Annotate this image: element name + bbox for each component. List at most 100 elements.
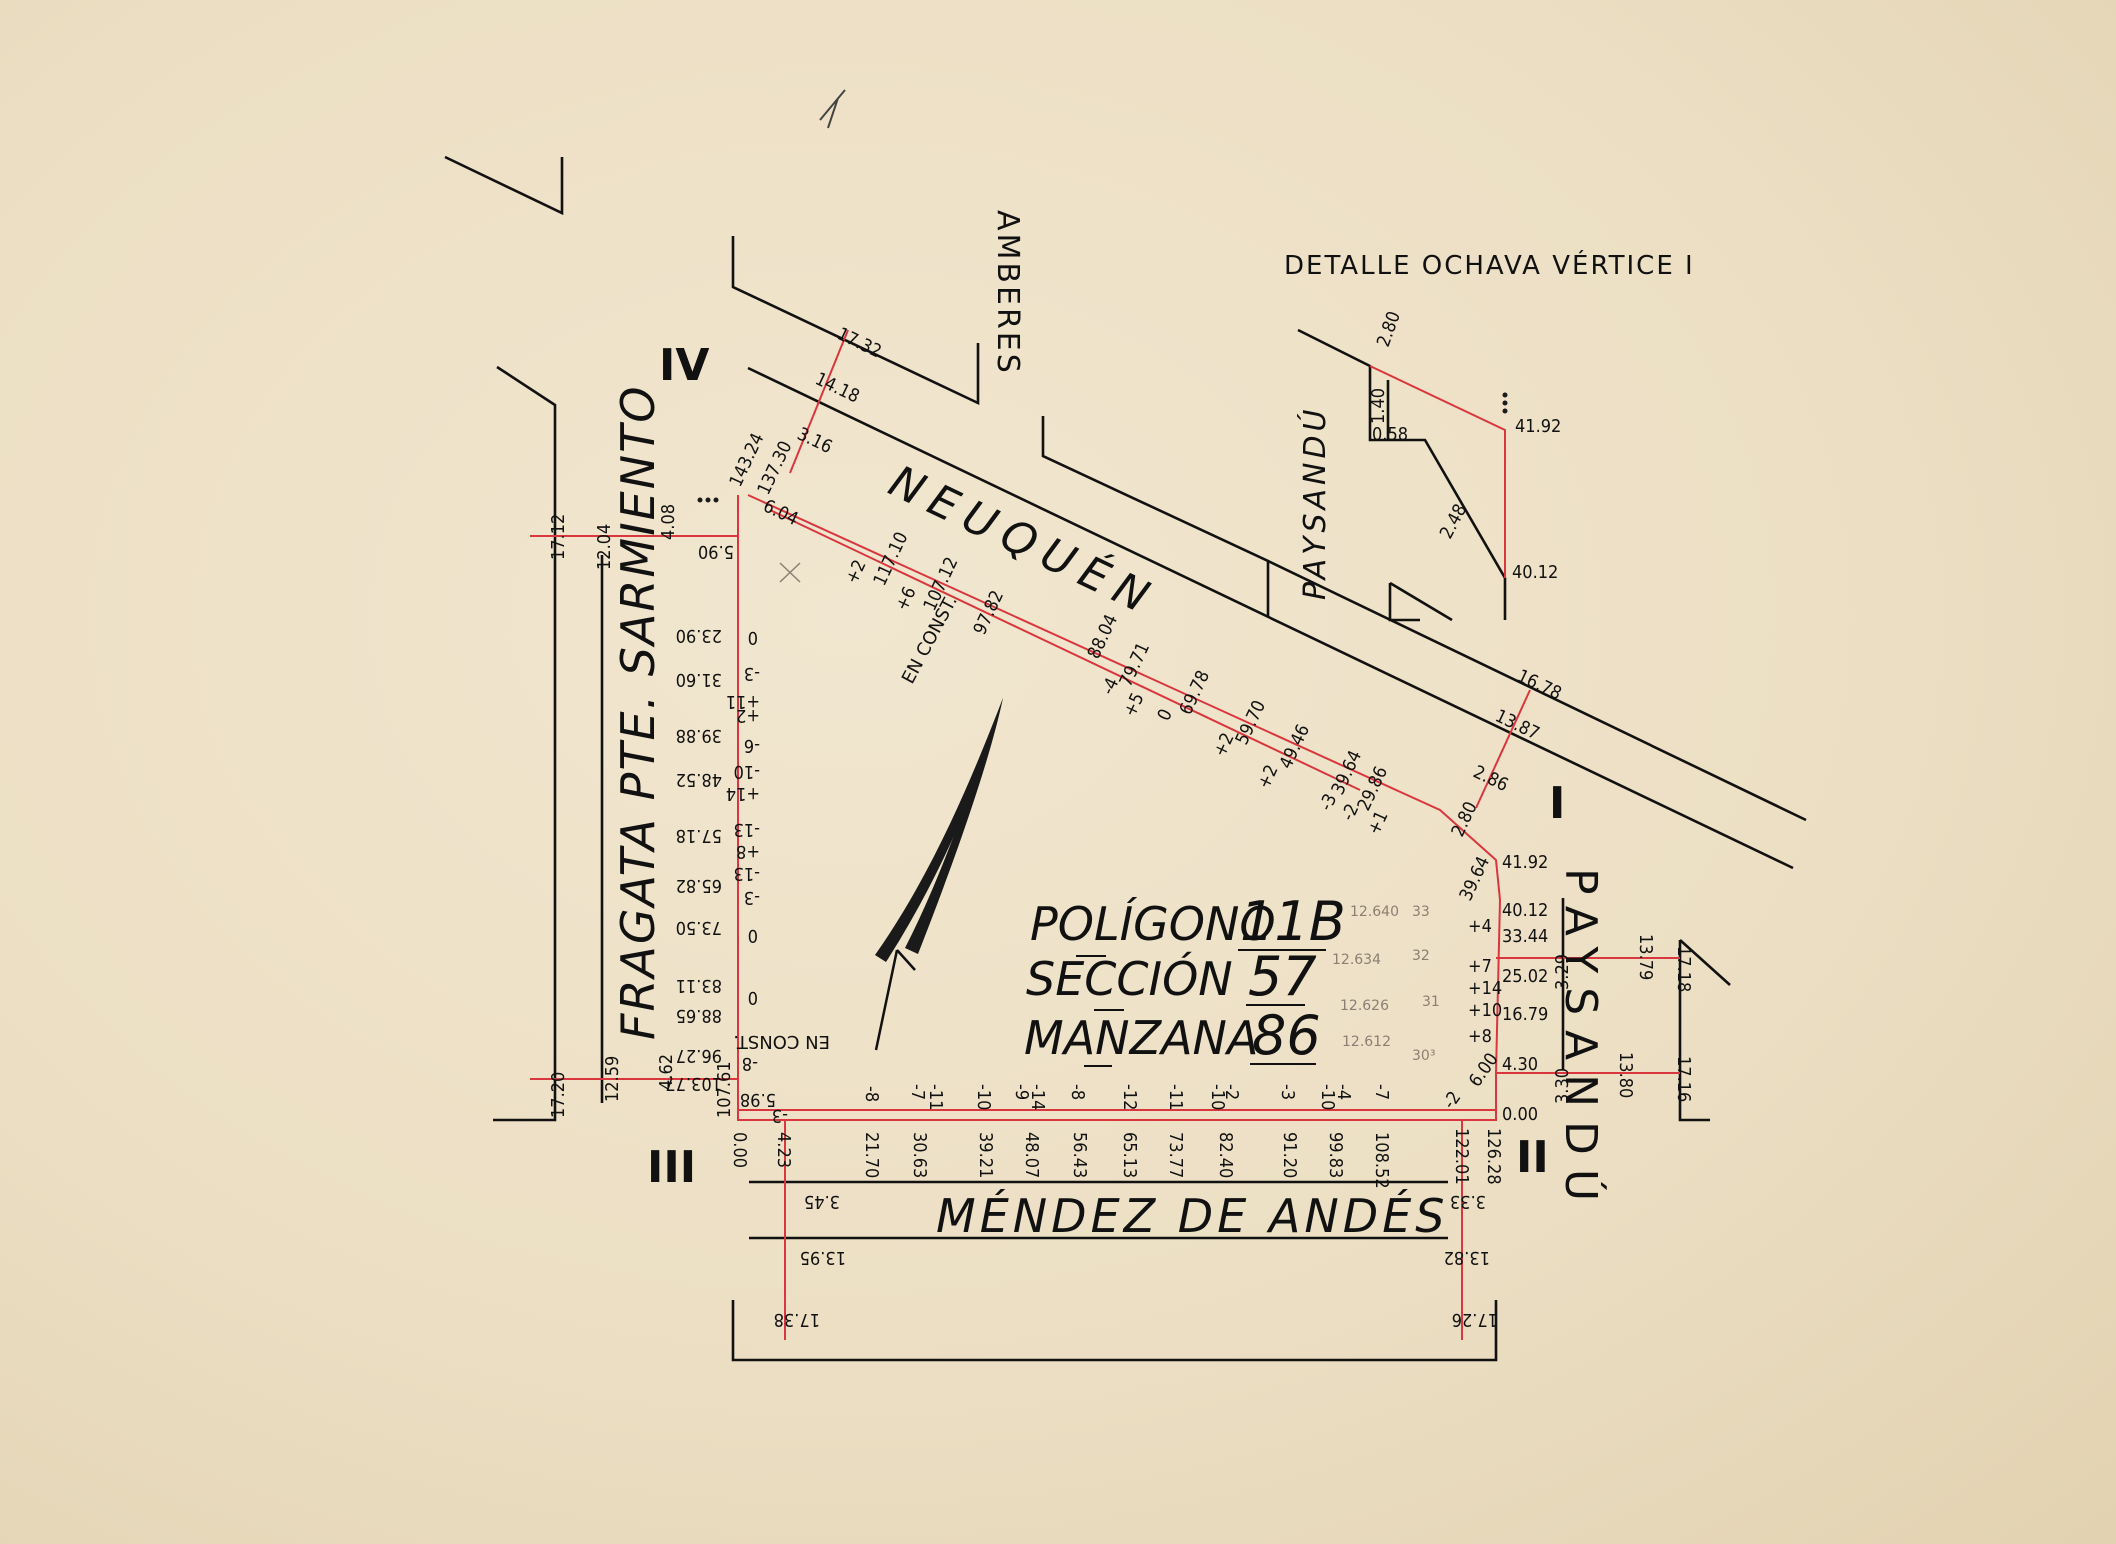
dimension-label: +5	[1119, 690, 1148, 721]
dimension-label: -11	[1165, 1084, 1186, 1110]
dimension-label: +10	[1468, 1000, 1502, 1021]
dimension-label: -10	[973, 1084, 994, 1110]
dimension-label: 41.92	[1515, 416, 1561, 437]
paysandu-west-edge	[1389, 581, 1453, 622]
dimension-label: 56.43	[1069, 1132, 1090, 1178]
dimension-label: -8	[861, 1086, 882, 1102]
dimension-label: -3	[1277, 1084, 1298, 1100]
dimension-label: 13.95	[800, 1247, 846, 1268]
pencil-notes: 12.640 33 12.634 32 12.626 31 12.612 30³	[1332, 904, 1440, 1064]
dimension-label: 30.63	[909, 1132, 930, 1178]
neuquen-width-west	[789, 329, 849, 474]
dimension-label: -10	[734, 761, 760, 782]
seccion-label: SECCIÓN	[1026, 952, 1233, 1006]
dimension-label: 2.80	[1373, 309, 1405, 350]
measurement-lines	[530, 329, 1680, 1340]
dimension-label: 103.77	[665, 1073, 722, 1094]
dimension-label: -14	[1027, 1084, 1048, 1110]
dimension-label: +8	[736, 841, 760, 862]
dimension-label: 17.26	[1452, 1309, 1498, 1330]
dimension-label: 6.04	[760, 496, 802, 530]
dimension-label: 13.79	[1635, 934, 1656, 980]
detail-title: DETALLE OCHAVA VÉRTICE I	[1284, 249, 1695, 281]
poligono-label: POLÍGONO	[1030, 897, 1276, 951]
dimension-label: 0.00	[1502, 1104, 1538, 1125]
dimension-label: +14	[1468, 978, 1502, 999]
fragata-west-edge	[493, 365, 557, 1122]
dimension-label: 108.52	[1371, 1132, 1392, 1189]
ochava-detail: DETALLE OCHAVA VÉRTICE I 2.80 1.40 0.58 …	[1284, 249, 1695, 620]
street-mendez: MÉNDEZ DE ANDÉS	[936, 1189, 1448, 1243]
dimension-label: +11	[726, 691, 760, 712]
dimension-label: 83.11	[676, 975, 722, 996]
dimension-label: -2	[1221, 1084, 1242, 1100]
dimension-label: 16.79	[1502, 1004, 1548, 1025]
street-fragata: FRAGATA PTE. SARMIENTO	[611, 385, 665, 1040]
north-arrow	[874, 698, 1003, 1051]
dimension-label: -4	[1097, 675, 1123, 699]
dimension-label: 12.626	[1340, 998, 1389, 1014]
dimension-label: 21.70	[861, 1132, 882, 1178]
dimension-label: 40.12	[1502, 900, 1548, 921]
dimension-label: 48.07	[1021, 1132, 1042, 1178]
dimension-label: 13.80	[1615, 1052, 1636, 1098]
detail-red-lines	[1369, 365, 1506, 578]
dimension-label: 12.640	[1350, 904, 1399, 920]
dimension-label: 65.13	[1119, 1132, 1140, 1178]
vertex-ii: II	[1516, 1132, 1549, 1183]
dimension-label: 17.20	[548, 1072, 569, 1118]
dimension-label: 23.90	[676, 625, 722, 646]
dimension-label: 4.08	[658, 504, 679, 540]
dimension-label: 88.65	[676, 1005, 722, 1026]
dimension-label: 5.90	[698, 541, 734, 562]
dimension-label: 4.62	[656, 1054, 677, 1090]
south-street-widths: 3.45 13.95 17.38 3.33 13.82 17.26	[774, 1191, 1498, 1330]
dimension-label: 97.82	[969, 587, 1008, 638]
block-perimeter	[737, 494, 1502, 1121]
dimension-label: 4.30	[1502, 1054, 1538, 1075]
dimension-label: +2	[736, 705, 760, 726]
seccion-value: 57	[1248, 945, 1317, 1008]
paysandu-east-outer	[1678, 940, 1710, 1122]
neuquen-north-edge-mid	[1041, 416, 1270, 617]
street-paysandu-detail: PAYSANDÚ	[1296, 405, 1333, 600]
vertex-labels: I II III IV	[647, 340, 1565, 1193]
dimension-label: 3.45	[804, 1191, 840, 1212]
dimension-label: +2	[1253, 762, 1282, 793]
en-const-west: EN CONST.	[733, 1031, 830, 1052]
dimension-label: 12.612	[1342, 1034, 1391, 1050]
dimension-label: 16.78	[1514, 666, 1565, 705]
dimension-label: -6	[744, 735, 760, 756]
dimension-label: 5.98	[740, 1089, 776, 1110]
dimension-label: +14	[726, 783, 760, 804]
dimension-label: 31	[1422, 994, 1440, 1010]
dimension-label: -9	[1011, 1084, 1032, 1100]
corner-mark-nw	[444, 155, 564, 216]
dimension-label: -13	[734, 863, 760, 884]
dimension-label: 99.83	[1325, 1132, 1346, 1178]
east-street-widths: 13.79 17.18 13.80 17.16	[1615, 934, 1694, 1102]
vertex-iii: III	[647, 1142, 696, 1193]
street-amberes: AMBERES	[990, 210, 1025, 376]
dimension-label: 65.82	[676, 875, 722, 896]
dimension-label: 31.60	[676, 669, 722, 690]
dimension-label: 1.40	[1368, 388, 1389, 424]
dimension-label: 33	[1412, 904, 1430, 920]
dimension-label: 39.21	[975, 1132, 996, 1178]
dimension-label: +4	[1468, 916, 1492, 937]
dimension-label: 17.18	[1673, 946, 1694, 992]
dimension-label: +7	[1468, 956, 1492, 977]
dimension-label: 3.16	[794, 424, 836, 458]
dimension-label: 57.18	[676, 825, 722, 846]
dimension-label: 25.02	[1502, 966, 1548, 987]
dimension-label: -8	[742, 1053, 758, 1074]
dimension-label: -8	[1067, 1084, 1088, 1100]
dimension-label: -10	[1207, 1084, 1228, 1110]
dimension-label: 0	[748, 627, 758, 648]
dimension-label: 0	[748, 987, 758, 1008]
dimension-label: -11	[925, 1084, 946, 1110]
dimension-label: 73.77	[1165, 1132, 1186, 1178]
dimension-label: 88.04	[1083, 611, 1122, 662]
dimension-label: 17.12	[548, 514, 569, 560]
dimension-label: -13	[734, 819, 760, 840]
